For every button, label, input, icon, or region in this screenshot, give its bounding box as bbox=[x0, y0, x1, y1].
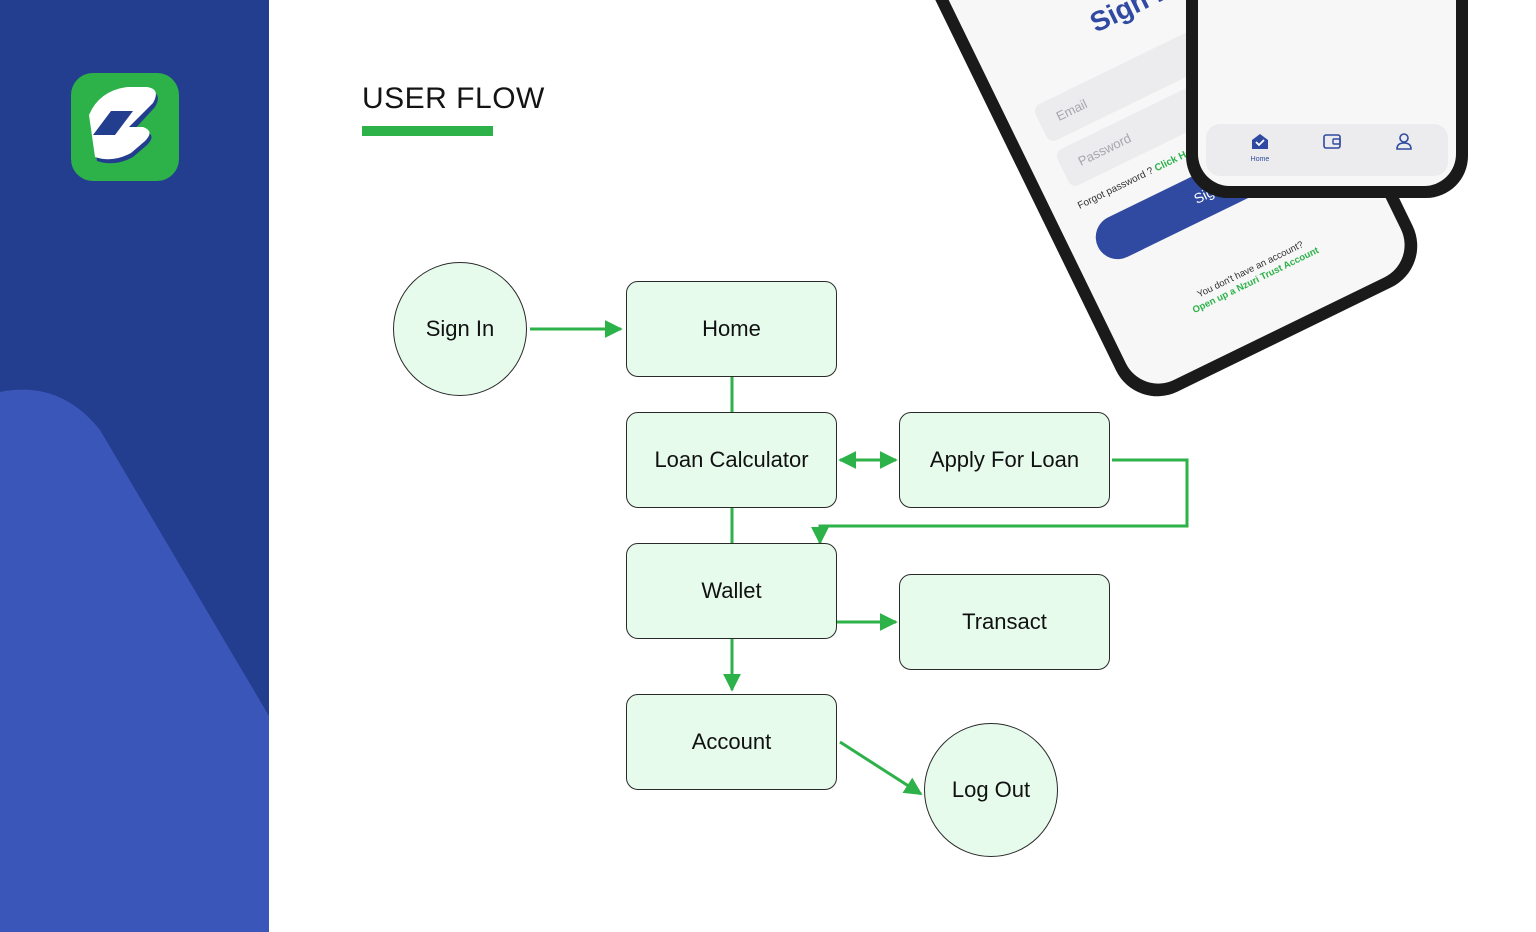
nav-item-home[interactable]: Home bbox=[1240, 132, 1280, 163]
node-loan-calculator: Loan Calculator bbox=[626, 412, 837, 508]
home-icon bbox=[1252, 134, 1268, 149]
node-wallet: Wallet bbox=[626, 543, 837, 639]
node-transact: Transact bbox=[899, 574, 1110, 670]
nav-item-account[interactable] bbox=[1384, 132, 1424, 155]
node-sign-in: Sign In bbox=[393, 262, 527, 396]
node-log-out: Log Out bbox=[924, 723, 1058, 857]
nav-label-home: Home bbox=[1250, 156, 1270, 163]
user-icon bbox=[1396, 133, 1412, 150]
node-account: Account bbox=[626, 694, 837, 790]
title-underline bbox=[362, 126, 493, 136]
phone-mockup-home: Home bbox=[1186, 0, 1468, 198]
app-logo bbox=[71, 73, 179, 181]
sidebar bbox=[0, 0, 269, 932]
nav-item-wallet[interactable] bbox=[1312, 132, 1352, 155]
node-apply-for-loan: Apply For Loan bbox=[899, 412, 1110, 508]
phone-screen: Home bbox=[1198, 0, 1456, 186]
node-home: Home bbox=[626, 281, 837, 377]
page-title: USER FLOW bbox=[362, 82, 545, 115]
bottom-nav-bar: Home bbox=[1206, 124, 1448, 176]
edge-account-logout bbox=[839, 740, 923, 796]
logo-mark-icon bbox=[89, 87, 158, 164]
edge-apply-wallet bbox=[811, 458, 1189, 545]
wallet-icon bbox=[1323, 134, 1341, 149]
sidebar-background-shape bbox=[0, 389, 269, 932]
